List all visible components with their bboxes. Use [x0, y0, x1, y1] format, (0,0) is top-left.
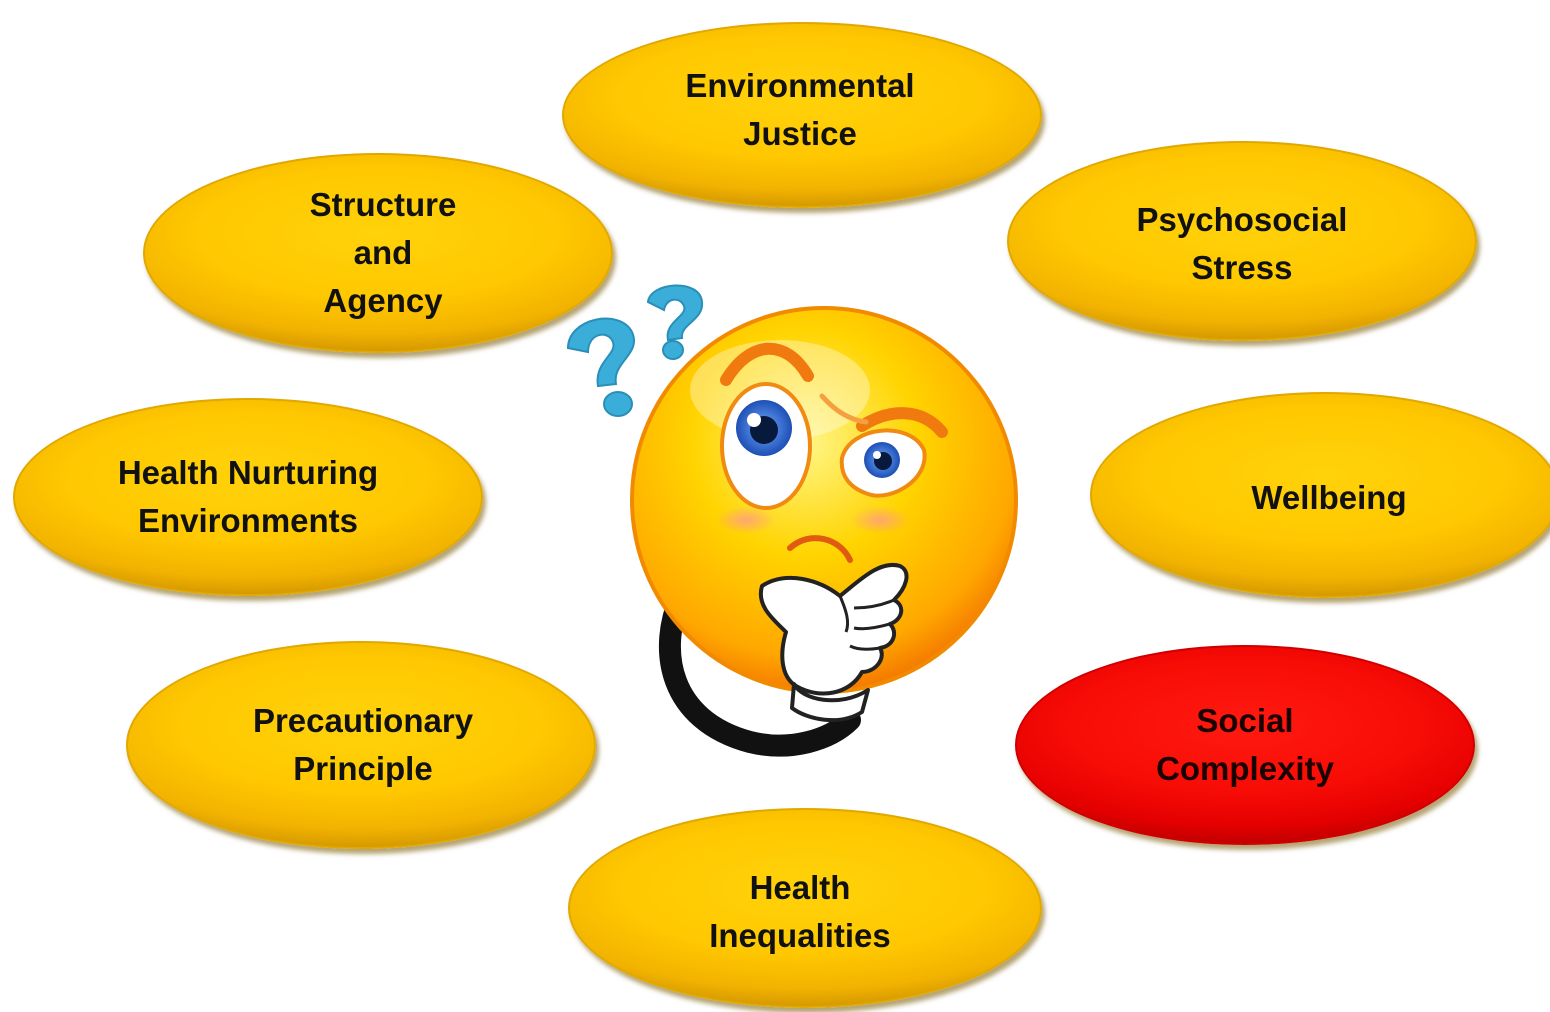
topic-psychosocial-stress: Psychosocial Stress: [1007, 141, 1477, 341]
topic-label: Psychosocial Stress: [1136, 201, 1348, 286]
topic-structure-and-agency: Structure and Agency: [143, 153, 613, 353]
topic-label: Health Inequalities: [709, 869, 891, 954]
topic-label: Environmental Justice: [685, 67, 915, 152]
topic-health-inequalities: Health Inequalities: [568, 808, 1042, 1008]
topic-label: Precautionary Principle: [252, 702, 474, 787]
topic-label: Social Complexity: [1156, 702, 1334, 787]
topic-social-complexity: Social Complexity: [1015, 645, 1475, 845]
topic-health-nurturing-environments: Health Nurturing Environments: [13, 398, 483, 596]
topic-label: Wellbeing: [1251, 479, 1407, 516]
topic-label: Health Nurturing Environments: [117, 454, 379, 539]
topic-wellbeing: Wellbeing: [1090, 392, 1550, 598]
question-mark-icon: [646, 284, 704, 360]
thinking-face-icon: [566, 284, 1018, 757]
topic-precautionary-principle: Precautionary Principle: [126, 641, 596, 849]
question-mark-icon: [566, 317, 635, 417]
topic-environmental-justice: Environmental Justice: [562, 22, 1042, 208]
topic-label: Structure and Agency: [309, 186, 457, 319]
